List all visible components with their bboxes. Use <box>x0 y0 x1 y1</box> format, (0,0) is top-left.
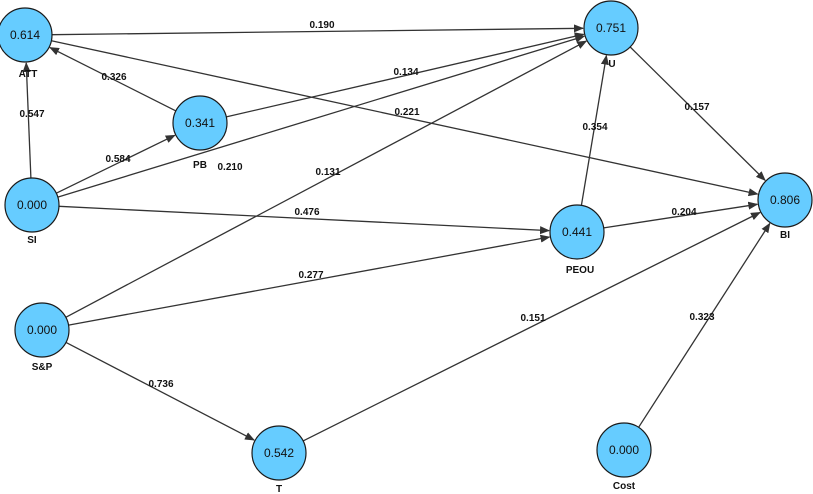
node-circle-sp <box>14 302 70 358</box>
node-circle-si <box>4 177 60 233</box>
edge-pb-att <box>49 47 177 112</box>
node-label-peou: PEOU <box>566 265 594 276</box>
edge-cost-bi <box>638 222 771 428</box>
edge-u-bi <box>629 46 766 182</box>
node-value-sp: 0.000 <box>27 323 57 337</box>
edge-sp-peou <box>68 234 551 326</box>
node-value-peou: 0.441 <box>562 225 592 239</box>
edge-att-bi <box>51 40 759 197</box>
node-label-sp: S&P <box>32 362 53 373</box>
edge-peou-u <box>580 54 609 206</box>
edge-labels-layer: 0.190 0.221 0.326 0.134 0.547 0.584 0.210 0.476… <box>19 20 714 390</box>
node-circle-bi <box>757 172 813 228</box>
node-value-cost: 0.000 <box>609 443 639 457</box>
edge-label-si-peou: 0.476 <box>294 207 319 218</box>
edge-label-pb-att: 0.326 <box>101 72 126 83</box>
edge-si-peou <box>58 205 550 235</box>
node-label-u: U <box>608 59 615 70</box>
node-value-att: 0.614 <box>10 28 40 42</box>
node-circle-cost <box>596 422 652 478</box>
edge-label-peou-u: 0.354 <box>582 122 607 133</box>
node-label-si: SI <box>27 235 37 246</box>
edge-label-att-bi: 0.221 <box>394 107 419 118</box>
node-circle-u <box>583 0 639 56</box>
edge-si-att <box>22 62 32 179</box>
edge-label-si-u: 0.210 <box>217 162 242 173</box>
node-value-pb: 0.341 <box>185 116 215 130</box>
edge-label-t-bi: 0.151 <box>520 313 545 324</box>
edge-att-u <box>51 24 584 36</box>
edge-label-sp-u: 0.131 <box>315 167 340 178</box>
edge-t-bi <box>302 211 761 442</box>
edge-label-cost-bi: 0.323 <box>689 312 714 323</box>
edge-si-pb <box>56 134 176 194</box>
edge-label-peou-bi: 0.204 <box>671 207 696 218</box>
edge-pb-u <box>226 32 585 118</box>
node-circle-pb <box>172 95 228 151</box>
edge-label-si-att: 0.547 <box>19 109 44 120</box>
edges-layer <box>22 24 771 442</box>
node-value-si: 0.000 <box>17 198 47 212</box>
edge-label-u-bi: 0.157 <box>684 102 709 113</box>
node-label-t: T <box>276 484 282 494</box>
node-circle-peou <box>549 204 605 260</box>
node-label-cost: Cost <box>613 481 636 492</box>
edge-label-si-pb: 0.584 <box>105 154 130 165</box>
node-circle-t <box>251 425 307 481</box>
edge-label-sp-peou: 0.277 <box>298 270 323 281</box>
node-value-u: 0.751 <box>596 21 626 35</box>
edge-label-sp-t: 0.736 <box>148 379 173 390</box>
node-value-bi: 0.806 <box>770 193 800 207</box>
node-label-att: ATT <box>19 69 38 80</box>
edge-label-att-u: 0.190 <box>309 20 334 31</box>
node-value-t: 0.542 <box>264 446 294 460</box>
edge-peou-bi <box>603 201 759 229</box>
node-label-bi: BI <box>780 230 790 241</box>
edge-sp-t <box>65 341 255 441</box>
node-circle-att <box>0 7 53 63</box>
node-label-pb: PB <box>193 160 207 171</box>
edge-sp-u <box>65 40 588 318</box>
edge-label-pb-u: 0.134 <box>393 67 418 78</box>
edge-si-u <box>57 35 586 198</box>
